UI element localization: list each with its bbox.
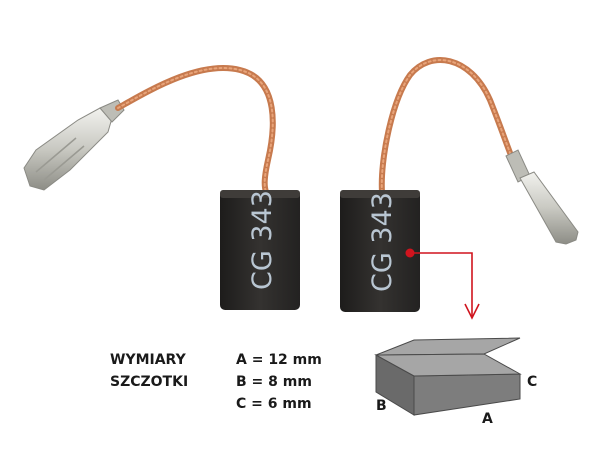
right-carbon-brush: CG 343 — [340, 190, 420, 312]
label-dimensions-title: WYMIARY SZCZOTKI — [110, 352, 188, 390]
right-terminal — [505, 149, 579, 245]
box-letter-a: A — [482, 411, 493, 427]
dimension-pointer-arrow — [405, 248, 480, 320]
dimension-a: A = 12 mm — [236, 352, 322, 368]
left-carbon-brush: CG 343 — [220, 190, 300, 310]
right-brush-marking: CG 343 — [367, 192, 398, 292]
box-letter-b: B — [376, 398, 387, 414]
left-brush-marking: CG 343 — [247, 190, 278, 290]
label-line-1: WYMIARY — [110, 352, 186, 368]
right-braided-wire — [378, 57, 515, 195]
dimensions-list: A = 12 mm B = 8 mm C = 6 mm — [236, 352, 322, 412]
dimension-b: B = 8 mm — [236, 374, 312, 390]
label-line-2: SZCZOTKI — [110, 374, 189, 390]
box-letter-c: C — [527, 374, 538, 390]
left-terminal — [23, 99, 125, 191]
dimension-c: C = 6 mm — [236, 396, 312, 412]
dimension-box-diagram — [374, 337, 522, 416]
left-braided-wire — [115, 65, 276, 195]
